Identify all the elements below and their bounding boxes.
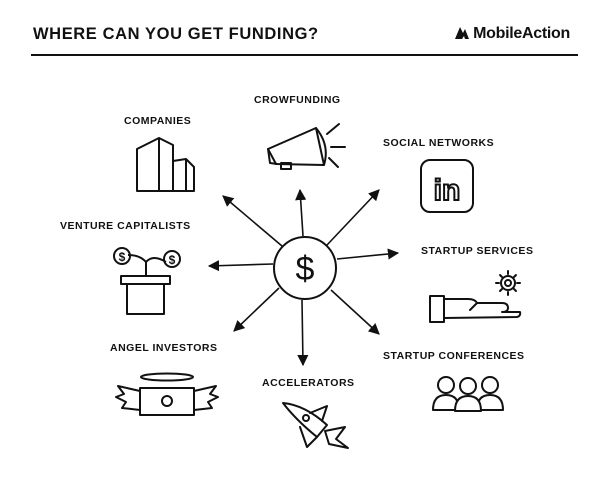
people-icon bbox=[432, 376, 504, 412]
arrow-startup-services bbox=[336, 248, 400, 260]
arrow-venture-capitalists bbox=[207, 260, 274, 272]
arrow-crowdfunding bbox=[295, 188, 307, 237]
money-plant-icon: $ $ bbox=[113, 247, 181, 315]
vc-coin-right: $ bbox=[169, 253, 176, 267]
buildings-icon bbox=[136, 137, 195, 192]
arrow-startup-conferences bbox=[330, 289, 380, 335]
brand-logo[interactable]: MobileAction bbox=[454, 25, 570, 45]
arrow-companies bbox=[222, 195, 283, 247]
header-divider bbox=[31, 54, 578, 56]
label-startup-services: STARTUP SERVICES bbox=[421, 245, 534, 257]
center-dollar-icon: $ bbox=[273, 236, 337, 300]
center-dollar-symbol: $ bbox=[296, 250, 315, 288]
label-angel-investors: ANGEL INVESTORS bbox=[110, 342, 218, 354]
label-social-networks: SOCIAL NETWORKS bbox=[383, 137, 495, 149]
arrow-angel-investors bbox=[233, 287, 280, 332]
label-accelerators: ACCELERATORS bbox=[262, 377, 355, 389]
label-venture-capitalists: VENTURE CAPITALISTS bbox=[60, 220, 191, 232]
linkedin-icon: in bbox=[420, 159, 474, 213]
arrows bbox=[207, 188, 400, 367]
megaphone-icon bbox=[267, 123, 346, 170]
vc-coin-left: $ bbox=[119, 250, 126, 264]
label-startup-conferences: STARTUP CONFERENCES bbox=[383, 350, 525, 362]
arrow-accelerators bbox=[297, 299, 309, 367]
rocket-icon bbox=[282, 402, 349, 449]
label-companies: COMPANIES bbox=[124, 115, 192, 127]
linkedin-text: in bbox=[434, 174, 461, 207]
hand-gear-icon bbox=[429, 270, 522, 323]
label-crowdfunding: CROWFUNDING bbox=[254, 94, 341, 106]
page-title: WHERE CAN YOU GET FUNDING? bbox=[33, 25, 319, 43]
brand-name: MobileAction bbox=[473, 25, 570, 42]
arrow-social-networks bbox=[326, 189, 380, 246]
mobileaction-logo-icon bbox=[454, 26, 470, 45]
angel-bill-icon bbox=[115, 372, 219, 416]
